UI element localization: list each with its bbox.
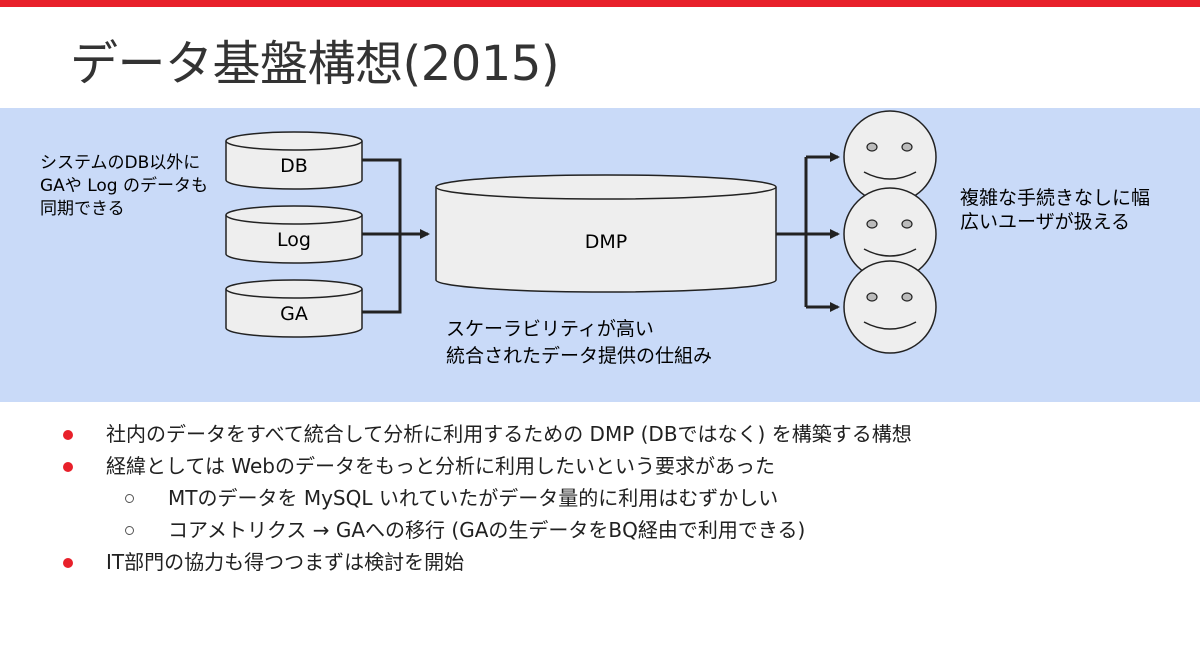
bullet-text: IT部門の協力も得つつまずは検討を開始 <box>106 550 465 574</box>
source-cylinder-ga: GA <box>225 279 363 338</box>
sub-bullet-item: MTのデータを MySQL いれていたがデータ量的に利用はむずかしい <box>60 482 1180 514</box>
sub-bullet-ring-icon <box>125 526 134 535</box>
sub-bullet-ring-icon <box>125 494 134 503</box>
source-label-log: Log <box>277 229 311 251</box>
user-smiley-icon <box>843 260 937 354</box>
bullet-dot-icon <box>63 462 73 472</box>
sub-bullet-item: コアメトリクス → GAへの移行 (GAの生データをBQ経由で利用できる) <box>60 514 1180 546</box>
sub-bullet-text: コアメトリクス → GAへの移行 (GAの生データをBQ経由で利用できる) <box>168 518 806 542</box>
source-label-ga: GA <box>280 303 308 325</box>
note-scalable-line-2: 統合されたデータ提供の仕組み <box>446 345 713 367</box>
sub-bullet-text: MTのデータを MySQL いれていたがデータ量的に利用はむずかしい <box>168 486 779 510</box>
dmp-cylinder: DMP <box>435 174 777 293</box>
note-scalable-line-1: スケーラビリティが高い <box>446 318 654 340</box>
slide-title: データ基盤構想(2015) <box>70 36 560 92</box>
source-cylinder-db: DB <box>225 131 363 190</box>
note-data-sync: システムのDB以外に GAや Log のデータも同期できる <box>40 153 208 219</box>
source-label-db: DB <box>280 155 308 177</box>
bullet-dot-icon <box>63 430 73 440</box>
dmp-label: DMP <box>585 231 627 253</box>
bullet-item: 経緯としては Webのデータをもっと分析に利用したいという要求があった <box>60 450 1180 482</box>
note-scalable-platform: スケーラビリティが高い 統合されたデータ提供の仕組み <box>446 316 806 370</box>
bullet-text: 社内のデータをすべて統合して分析に利用するための DMP (DBではなく) を構… <box>106 422 912 446</box>
bullet-item: IT部門の協力も得つつまずは検討を開始 <box>60 546 1180 578</box>
note-user-access: 複雑な手続きなしに幅広いユーザが扱える <box>960 187 1151 233</box>
source-cylinder-log: Log <box>225 205 363 264</box>
bullet-list: 社内のデータをすべて統合して分析に利用するための DMP (DBではなく) を構… <box>60 418 1180 578</box>
bullet-text: 経緯としては Webのデータをもっと分析に利用したいという要求があった <box>106 454 775 478</box>
user-connectors <box>776 152 840 312</box>
top-accent-bar <box>0 0 1200 7</box>
source-connectors <box>362 158 430 314</box>
bullet-dot-icon <box>63 558 73 568</box>
bullet-item: 社内のデータをすべて統合して分析に利用するための DMP (DBではなく) を構… <box>60 418 1180 450</box>
